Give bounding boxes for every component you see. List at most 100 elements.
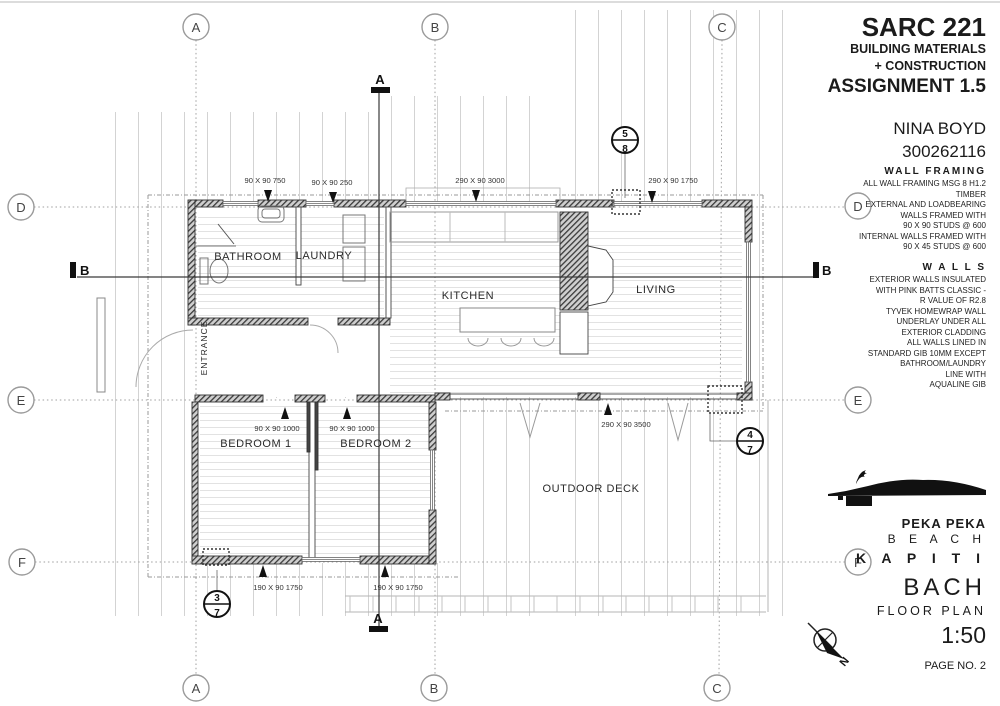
floor-boards <box>192 204 752 563</box>
room-label-outdoor-deck: OUTDOOR DECK <box>542 483 639 495</box>
grid-bubble-f-right: F <box>854 555 862 570</box>
logo-line1: PEKA PEKA <box>901 516 986 531</box>
room-label-bathroom: BATHROOM <box>214 251 282 263</box>
grid-bubble-b-top: B <box>431 20 440 35</box>
grid-bubble-a-bottom: A <box>192 681 201 696</box>
course-line1: BUILDING MATERIALS <box>850 42 986 57</box>
section-line-b: B B <box>70 262 831 278</box>
section-a-label-top: A <box>375 72 385 87</box>
windows <box>222 201 751 562</box>
dim-top3: 290 X 90 3000 <box>455 176 504 185</box>
student-id: 300262116 <box>902 141 986 161</box>
detail-4-7-bottom: 7 <box>747 445 753 456</box>
dim-deck: 290 X 90 3500 <box>601 420 650 429</box>
dim-top4: 290 X 90 1750 <box>648 176 697 185</box>
peka-peka-logo-icon <box>828 470 986 506</box>
roof-overhang-dashed <box>147 194 764 578</box>
room-label-bedroom1: BEDROOM 1 <box>220 438 291 450</box>
grid-bubble-a-top: A <box>192 20 201 35</box>
detail-markers: 5 8 4 7 3 7 <box>202 126 764 619</box>
note-line: WALLS FRAMED WITH <box>900 210 986 220</box>
walls-heading: W A L L S <box>922 262 986 273</box>
grid-bubble-b-bottom: B <box>430 681 439 696</box>
drawing-title-block: BACH FLOOR PLAN 1:50 <box>766 574 986 649</box>
note-line: UNDERLAY UNDER ALL <box>896 317 986 327</box>
logo-line3: K A P I T I <box>855 550 986 566</box>
note-line: AQUALINE GIB <box>929 380 986 390</box>
drawing-scale: 1:50 <box>941 622 986 648</box>
laundry-appliance-2 <box>342 246 366 282</box>
drawing-type: FLOOR PLAN <box>876 604 986 618</box>
room-label-laundry: LAUNDRY <box>296 250 353 262</box>
note-line: WITH PINK BATTS CLASSIC - <box>875 285 986 295</box>
grid-bubble-c-top: C <box>717 20 726 35</box>
grid-bubble-e-right: E <box>854 393 863 408</box>
laundry-appliance-1 <box>342 214 366 244</box>
room-label-entrance: ENTRANCE <box>199 321 209 376</box>
room-label-kitchen: KITCHEN <box>442 290 494 302</box>
wall-framing-heading: WALL FRAMING <box>884 166 986 177</box>
title-block: SARC 221 BUILDING MATERIALS + CONSTRUCTI… <box>766 13 986 98</box>
room-labels: BATHROOM LAUNDRY KITCHEN LIVING BEDROOM … <box>199 250 676 495</box>
kitchen-island <box>459 307 556 333</box>
detail-3-7-bottom: 7 <box>214 608 220 619</box>
grid-bubbles: A B C A B C D E F D E F <box>7 13 872 702</box>
room-label-living: LIVING <box>636 284 676 296</box>
dimension-labels: 90 X 90 750 90 X 90 250 290 X 90 3000 29… <box>245 176 698 592</box>
section-b-label-left: B <box>80 263 89 278</box>
toilet-bowl <box>209 258 229 284</box>
dim-top2: 90 X 90 250 <box>312 178 353 187</box>
entrance-screen <box>96 297 106 393</box>
detail-3-7-top: 3 <box>214 593 220 604</box>
section-b-label-right: B <box>822 263 831 278</box>
note-line: ALL WALLS LINED IN <box>907 338 986 348</box>
note-line: INTERNAL WALLS FRAMED WITH <box>859 231 986 241</box>
note-line: LINE WITH <box>945 369 986 379</box>
note-line: TYVEK HOMEWRAP WALL <box>885 306 986 316</box>
dim-bottom1: 190 X 90 1750 <box>253 583 302 592</box>
drawing-name: BACH <box>903 574 986 601</box>
stool-1 <box>467 337 489 347</box>
note-line: BATHROOM/LAUNDRY <box>900 359 986 369</box>
assignment-title: ASSIGNMENT 1.5 <box>827 75 986 97</box>
section-line-a: A A <box>369 72 390 632</box>
grid-bubble-d-right: D <box>853 199 862 214</box>
wall-framing-note: WALL FRAMING ALL WALL FRAMING MSG 8 H1.2… <box>766 166 986 253</box>
note-line: ALL WALL FRAMING MSG 8 H1.2 <box>863 179 986 188</box>
detail-5-8-bottom: 8 <box>622 144 628 155</box>
note-line: 90 X 90 STUDS @ 600 <box>903 221 986 231</box>
logo-block: PEKA PEKA B E A C H K A P I T I <box>766 470 986 566</box>
grid-bubble-d-left: D <box>16 200 25 215</box>
dim-top1: 90 X 90 750 <box>245 176 286 185</box>
note-line: 90 X 45 STUDS @ 600 <box>903 242 986 252</box>
walls <box>187 199 753 565</box>
note-line: TIMBER <box>955 189 986 199</box>
grid-bubble-f-left: F <box>18 555 26 570</box>
outdoor-deck <box>345 400 769 613</box>
course-line2: + CONSTRUCTION <box>874 58 986 73</box>
logo-line2: B E A C H <box>887 532 986 546</box>
note-line: STANDARD GIB 10MM EXCEPT <box>867 348 986 358</box>
entrance-door-arc <box>135 329 194 388</box>
room-label-bedroom2: BEDROOM 2 <box>340 438 411 450</box>
laundry-door-arc <box>309 324 339 354</box>
author-block: NINA BOYD 300262116 <box>766 118 986 164</box>
walls-note: W A L L S EXTERIOR WALLS INSULATED WITH … <box>766 262 986 391</box>
grid-bubble-e-left: E <box>17 393 26 408</box>
toilet-tank <box>199 257 209 285</box>
note-line: EXTERIOR WALLS INSULATED <box>869 275 986 284</box>
note-line: R VALUE OF R2.8 <box>919 296 986 306</box>
dim-bottom2: 190 X 90 1750 <box>373 583 422 592</box>
grid-bubble-c-bottom: C <box>712 681 721 696</box>
kitchen-bench <box>389 211 559 243</box>
detail-5-8-top: 5 <box>622 129 628 140</box>
dim-bed1: 90 X 90 1000 <box>254 424 299 433</box>
stool-3 <box>533 337 555 347</box>
note-line: EXTERNAL AND LOADBEARING <box>865 200 986 210</box>
section-a-label-bottom: A <box>373 611 383 626</box>
shower-corner <box>217 223 235 245</box>
author-name: NINA BOYD <box>893 119 986 138</box>
detail-4-7-top: 4 <box>747 430 753 441</box>
